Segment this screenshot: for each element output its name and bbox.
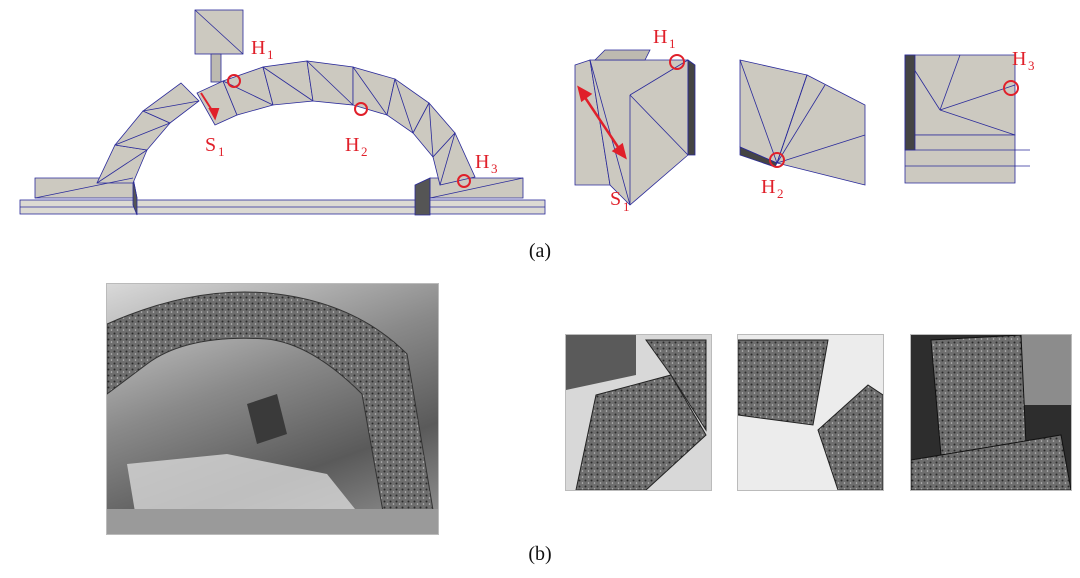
label-h1: H 1 <box>251 37 274 62</box>
experiment-detail-photo-1 <box>565 334 712 491</box>
label-h2: H 2 <box>345 134 368 159</box>
svg-text:S: S <box>205 134 216 156</box>
detail-label-h3: H 3 <box>1012 48 1035 73</box>
svg-text:1: 1 <box>669 36 676 51</box>
detail-label-h2: H 2 <box>761 176 784 201</box>
svg-text:H: H <box>653 26 667 48</box>
svg-text:3: 3 <box>1028 58 1035 73</box>
detail-h1-s1: H 1 S 1 <box>574 26 696 214</box>
svg-text:1: 1 <box>623 199 630 214</box>
experiment-detail-photo-3 <box>910 334 1072 491</box>
experiment-arch-photo <box>106 283 439 535</box>
svg-text:H: H <box>761 176 775 198</box>
detail-label-s1: S 1 <box>610 188 630 214</box>
svg-text:1: 1 <box>218 144 225 159</box>
svg-text:1: 1 <box>267 47 274 62</box>
label-s1: S 1 <box>205 134 225 159</box>
svg-text:3: 3 <box>491 161 498 176</box>
label-h3: H 3 <box>475 151 498 176</box>
detail-label-h1: H 1 <box>653 26 676 51</box>
detail-h2: H 2 <box>739 59 866 201</box>
svg-text:2: 2 <box>777 186 784 201</box>
caption-a: (a) <box>528 240 552 262</box>
svg-text:H: H <box>251 37 265 59</box>
numerical-arch-model: H 1 S 1 H 2 H 3 <box>19 9 546 216</box>
svg-text:H: H <box>345 134 359 156</box>
svg-text:2: 2 <box>361 144 368 159</box>
detail-h3: H 3 <box>904 48 1035 184</box>
svg-text:S: S <box>610 188 621 210</box>
svg-text:H: H <box>1012 48 1026 70</box>
svg-text:H: H <box>475 151 489 173</box>
experiment-detail-photo-2 <box>737 334 884 491</box>
caption-b: (b) <box>528 543 552 565</box>
